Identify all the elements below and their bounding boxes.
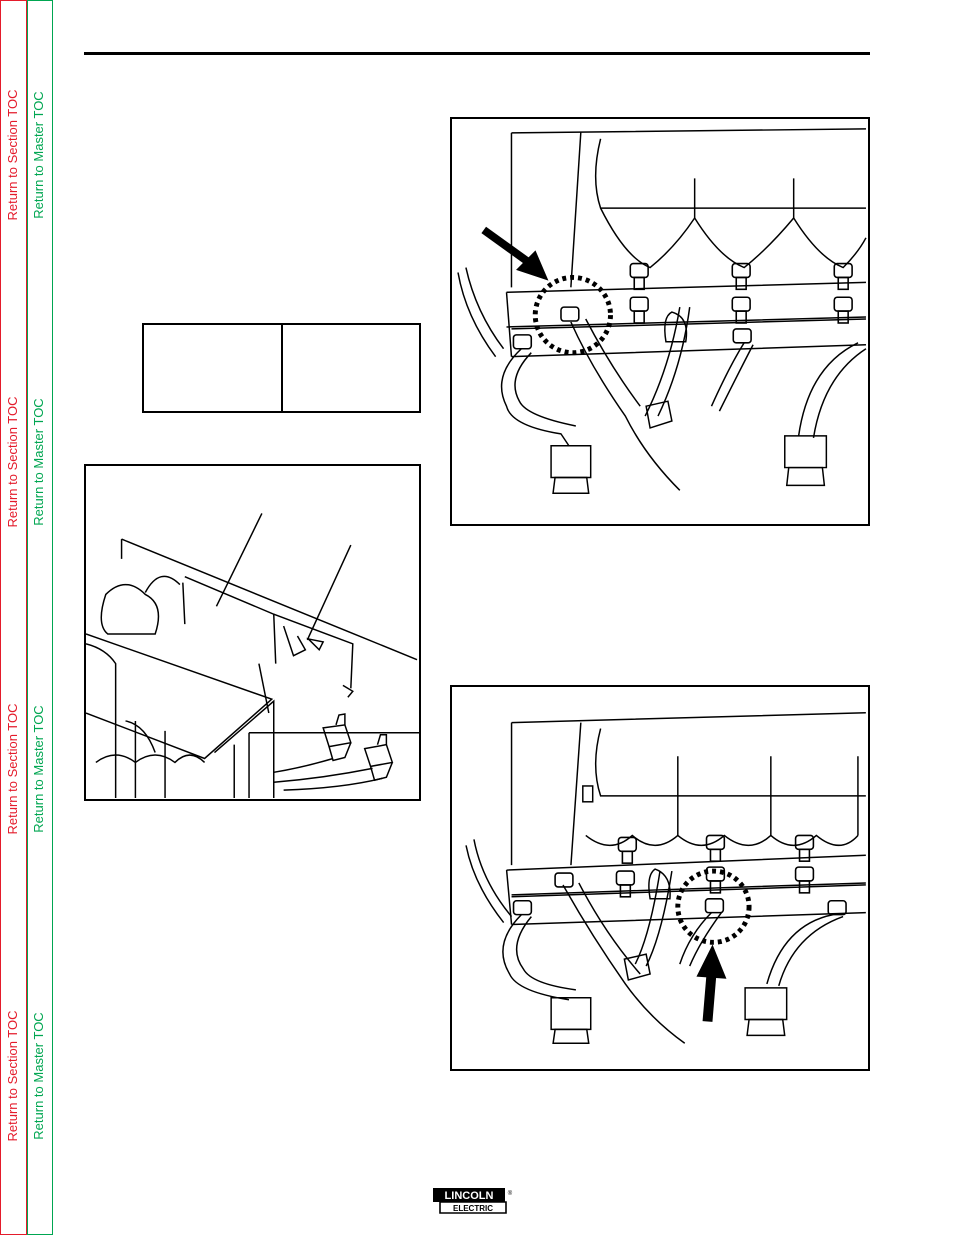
return-to-section-toc-link-1[interactable]: Return to Section TOC [5, 89, 20, 221]
logo-registered-mark: ® [508, 1190, 513, 1197]
info-table-cell-left [144, 325, 281, 411]
figure-diode-bridge-top [450, 117, 870, 526]
diode-bridge-illustration-top [457, 128, 867, 495]
info-table [142, 323, 421, 413]
return-to-master-toc-link-3[interactable]: Return to Master TOC [31, 705, 46, 833]
figure-machine-detail [84, 464, 421, 801]
figure-diode-bridge-bottom [450, 685, 870, 1071]
lincoln-electric-logo: LINCOLN ELECTRIC ® [432, 1187, 514, 1215]
return-to-master-toc-link-2[interactable]: Return to Master TOC [31, 398, 46, 526]
return-to-section-toc-link-3[interactable]: Return to Section TOC [5, 703, 20, 835]
info-table-cell-right [280, 325, 420, 411]
return-to-master-toc-link-4[interactable]: Return to Master TOC [31, 1012, 46, 1140]
return-to-section-toc-link-2[interactable]: Return to Section TOC [5, 396, 20, 528]
return-to-section-toc-link-4[interactable]: Return to Section TOC [5, 1010, 20, 1142]
return-to-master-toc-link-1[interactable]: Return to Master TOC [31, 91, 46, 219]
machine-detail-illustration [86, 513, 419, 799]
logo-line1: LINCOLN [445, 1190, 494, 1202]
diode-bridge-illustration-bottom [465, 711, 866, 1045]
logo-line2: ELECTRIC [453, 1204, 493, 1213]
header-rule [84, 52, 870, 55]
